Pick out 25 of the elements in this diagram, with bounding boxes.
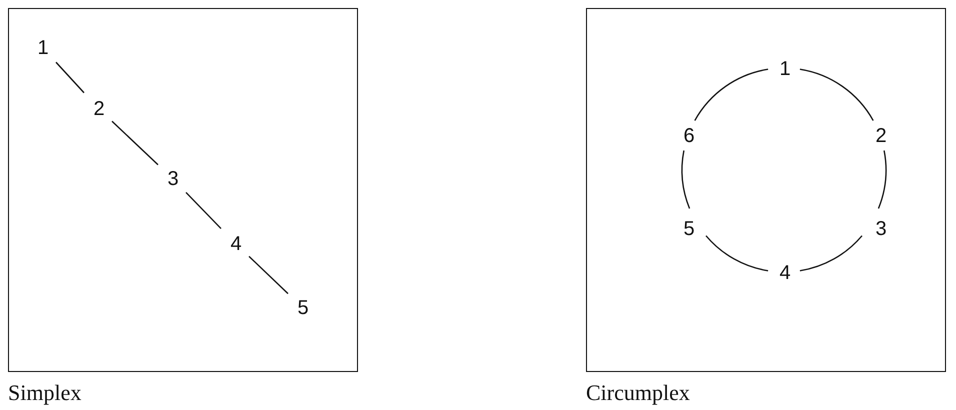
connector-line	[878, 150, 887, 209]
node-label: Simplex	[8, 380, 82, 406]
point-label: 2	[90, 97, 108, 121]
connector-line	[694, 68, 768, 121]
panel-frame	[586, 8, 946, 372]
point-label: 3	[164, 167, 182, 191]
point-label: 4	[776, 261, 794, 285]
node-label: Circumplex	[586, 380, 690, 406]
point-label: 6	[680, 124, 698, 148]
point-label: 5	[294, 296, 312, 320]
point-label: 5	[680, 217, 698, 241]
connector-line	[800, 68, 874, 121]
connector-line	[186, 192, 222, 229]
connector-line	[706, 235, 768, 272]
point-label: 3	[872, 217, 890, 241]
connector-line	[248, 256, 288, 294]
point-label: 2	[872, 124, 890, 148]
point-label: 1	[34, 36, 52, 60]
connector-line	[56, 62, 84, 94]
point-label: 4	[227, 232, 245, 256]
connector-line	[681, 150, 690, 209]
point-label: 1	[776, 57, 794, 81]
connector-line	[800, 235, 862, 272]
panel-frame	[8, 8, 358, 372]
connector-line	[112, 120, 158, 166]
